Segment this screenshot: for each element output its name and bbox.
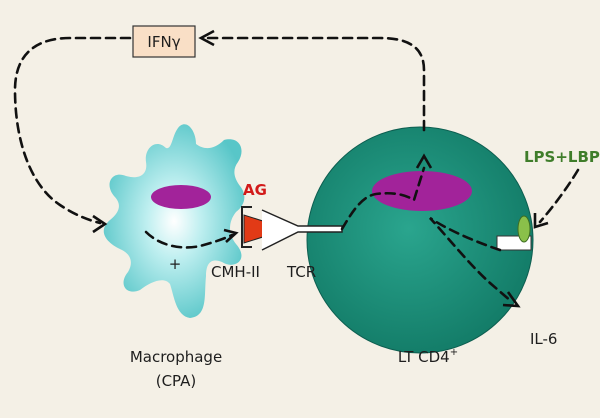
ifn-gamma-label: IFNγ [147, 33, 180, 51]
il6-label: IL-6 [530, 330, 557, 348]
arrow-ifn-to-macrophage-head [92, 214, 108, 234]
arrow-lt-to-ifn [206, 36, 426, 132]
macrophage-cell [103, 124, 245, 318]
macrophage-nucleus [151, 185, 211, 209]
plus-sign: + [169, 255, 182, 273]
lt-cd4-cell [306, 126, 534, 354]
arrow-tcr-signal [340, 166, 426, 231]
arrow-lps-to-receptor-head [533, 213, 549, 229]
lt-cd4-text: LT CD4 [398, 348, 450, 366]
mhc-label: CMH-II [211, 263, 260, 281]
lps-receptor-oval [517, 215, 531, 243]
arrow-to-il6-head [502, 291, 521, 308]
macrophage-sublabel: (CPA) [156, 372, 197, 390]
antigen-label: AG [243, 181, 267, 199]
arrow-to-il6 [429, 216, 514, 304]
lt-cd4-superscript: + [450, 347, 458, 358]
lps-lbp-label: LPS+LBP [524, 148, 600, 166]
arrow-tcr-signal-head [415, 153, 433, 169]
arrow-macrophage-internal-head [223, 228, 239, 243]
arrow-ifn-to-macrophage [13, 36, 132, 225]
mhc-bracket [241, 206, 252, 248]
lt-cd4-nucleus [372, 171, 472, 211]
tcr-label: TCR [286, 263, 316, 281]
arrow-macrophage-internal [144, 230, 234, 249]
ifn-gamma-box [132, 25, 196, 58]
macrophage-label: Macrophage [130, 348, 222, 366]
arrow-lps-to-receptor [538, 168, 580, 224]
lt-cd4-label: LT CD4+ [398, 347, 458, 366]
arrow-lt-to-ifn-head [198, 29, 215, 47]
